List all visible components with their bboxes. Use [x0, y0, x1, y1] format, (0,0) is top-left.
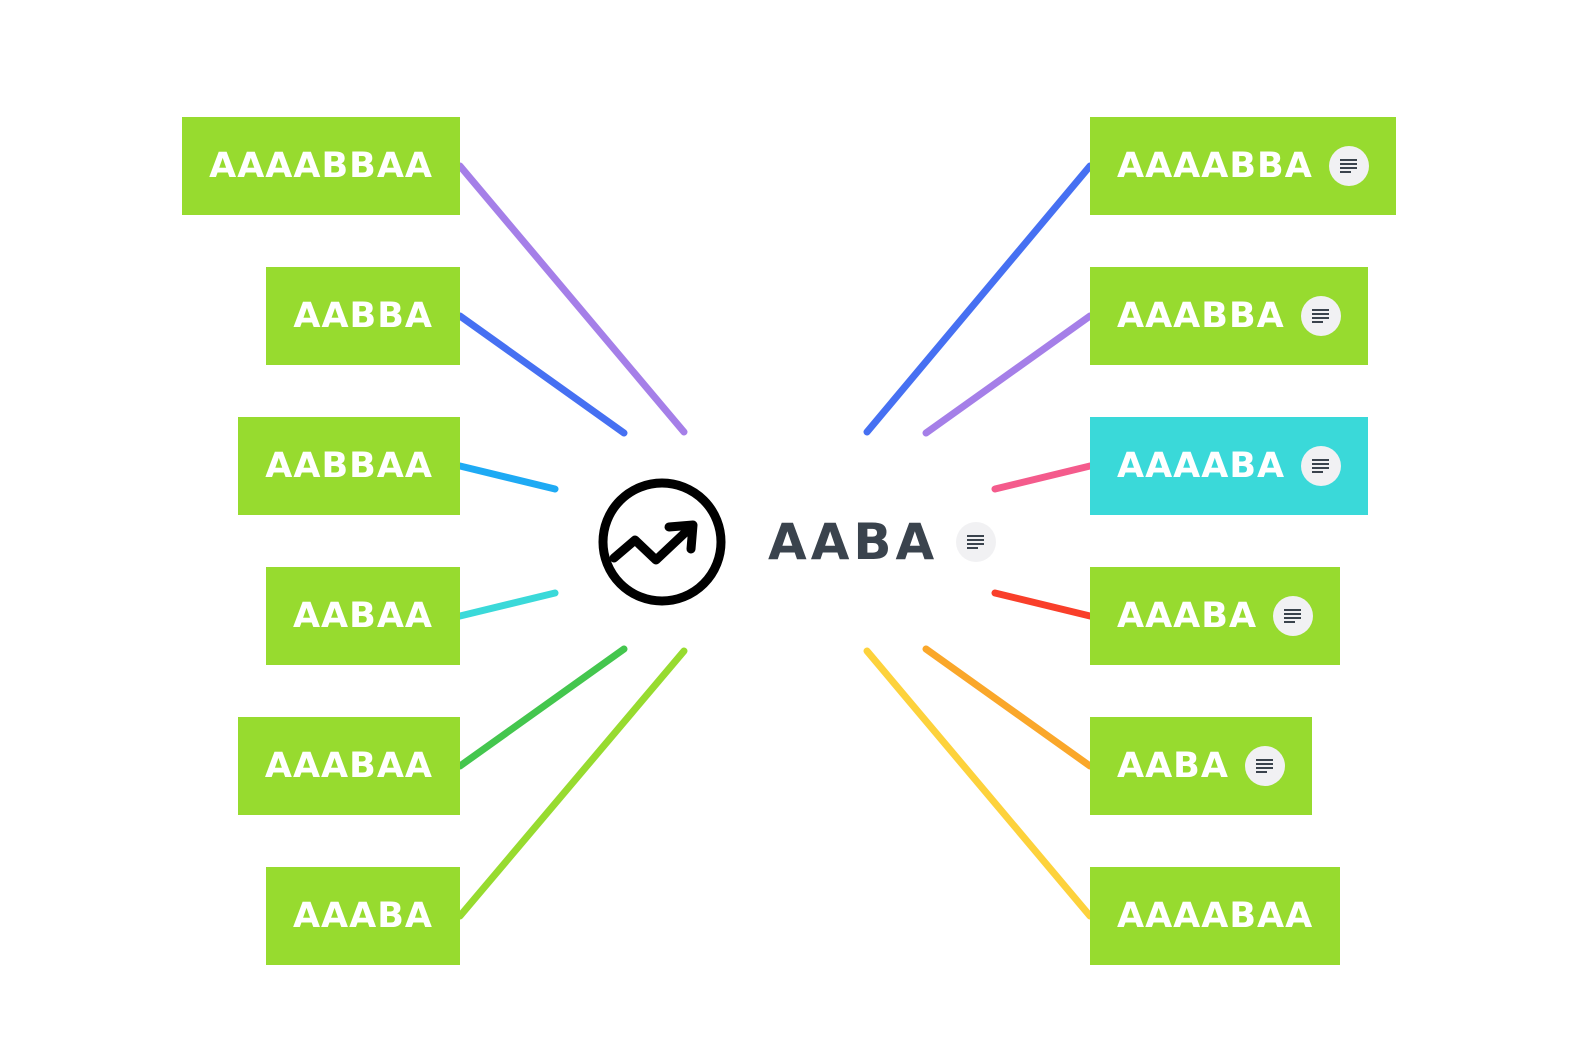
left-branch-node[interactable]: AABAA: [265, 567, 460, 665]
right-connector-line: [922, 312, 1094, 437]
branch-label: AAAABBA: [1117, 146, 1313, 186]
trending-up-circle-icon: [598, 478, 726, 606]
left-branch-node[interactable]: AABBAA: [238, 417, 460, 515]
note-indicator[interactable]: [1301, 446, 1342, 486]
note-lines-icon: [967, 535, 985, 549]
left-branch-node[interactable]: AAABA: [265, 867, 460, 965]
right-branch-node[interactable]: AAAABA: [1090, 417, 1369, 515]
left-branch-node[interactable]: AAABAA: [237, 717, 460, 815]
branch-label: AABBA: [293, 296, 433, 336]
branch-label: AAABA: [292, 896, 433, 936]
note-indicator[interactable]: [1300, 296, 1341, 336]
branch-label: AABAA: [292, 596, 433, 636]
note-lines-icon: [1311, 309, 1329, 323]
right-connector-line: [922, 645, 1094, 770]
note-indicator[interactable]: [1244, 746, 1285, 786]
branch-label: AAAABAA: [1117, 896, 1314, 936]
left-connector-line: [456, 647, 688, 920]
note-lines-icon: [1339, 159, 1357, 173]
right-branch-node[interactable]: AAAABAA: [1090, 867, 1341, 965]
note-lines-icon: [1312, 459, 1330, 473]
left-connector-line: [456, 312, 628, 437]
branch-label: AAAABBAA: [209, 146, 433, 186]
left-connector-line: [456, 589, 559, 620]
note-lines-icon: [1255, 759, 1273, 773]
branch-label: AABBAA: [265, 446, 433, 486]
branch-label: AAAABA: [1117, 446, 1286, 486]
right-branch-node[interactable]: AAAABBA: [1090, 117, 1396, 215]
left-connector-line: [456, 162, 688, 436]
branch-label: AAABAA: [264, 746, 433, 786]
right-branch-node[interactable]: AAABBA: [1090, 267, 1368, 365]
central-note-indicator[interactable]: [956, 522, 997, 562]
right-branch-node[interactable]: AABA: [1090, 717, 1312, 815]
central-topic-label: AABA: [768, 513, 939, 571]
right-connector-line: [863, 647, 1094, 920]
note-indicator[interactable]: [1273, 596, 1314, 636]
note-lines-icon: [1284, 609, 1302, 623]
central-topic[interactable]: AABA: [598, 478, 997, 606]
right-connector-line: [863, 162, 1094, 436]
right-connector-line: [991, 462, 1094, 493]
branch-label: AAABA: [1117, 596, 1258, 636]
right-branch-node[interactable]: AAABA: [1090, 567, 1341, 665]
left-branch-node[interactable]: AAAABBAA: [182, 117, 460, 215]
left-branch-node[interactable]: AABBA: [266, 267, 460, 365]
right-connector-line: [991, 589, 1094, 620]
branch-label: AABA: [1117, 746, 1229, 786]
branch-label: AAABBA: [1117, 296, 1285, 336]
note-indicator[interactable]: [1328, 146, 1369, 186]
left-connector-line: [456, 462, 559, 493]
left-connector-line: [456, 645, 628, 770]
